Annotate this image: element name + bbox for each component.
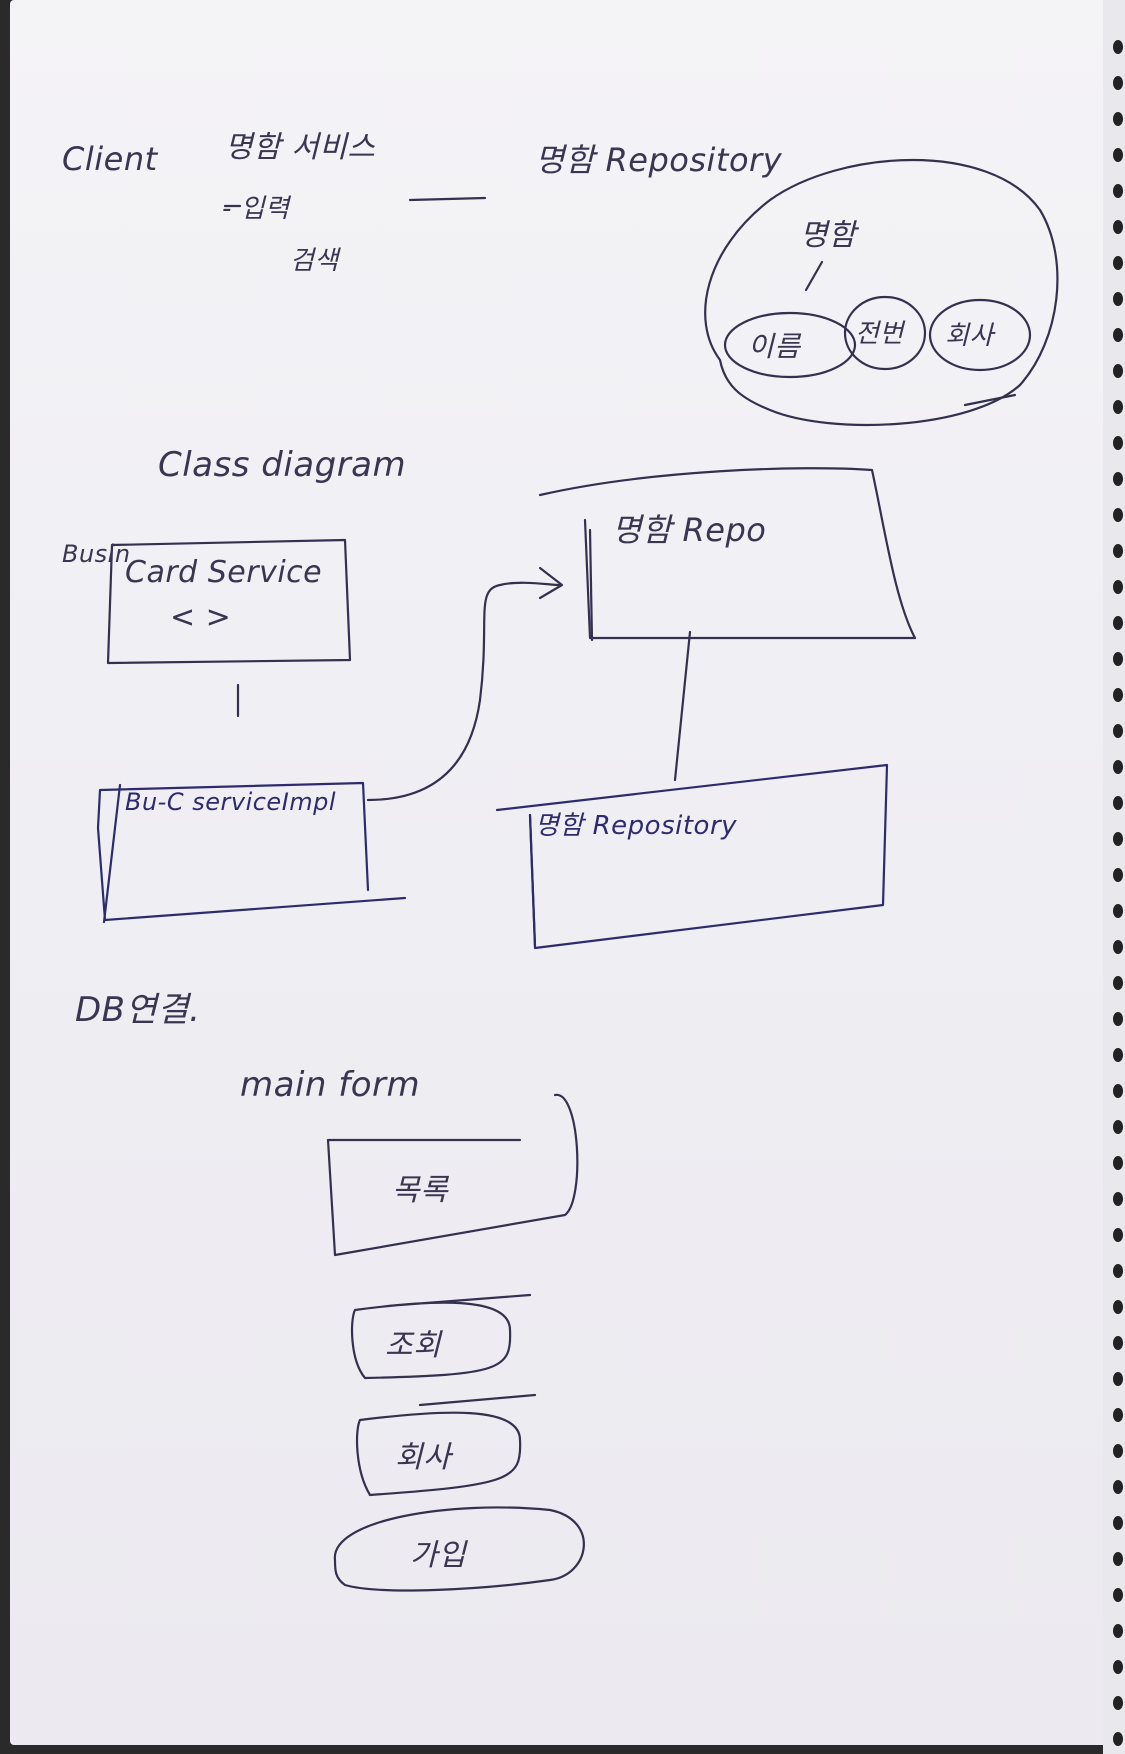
- spiral-hole: [1113, 580, 1123, 594]
- field-bubble-phone: [843, 295, 927, 371]
- spiral-hole: [1113, 292, 1123, 306]
- service-repo-link: [408, 196, 487, 202]
- repo-impl-link: [673, 630, 692, 782]
- spiral-hole: [1113, 256, 1123, 270]
- spiral-hole: [1113, 1228, 1123, 1242]
- spiral-hole: [1113, 1156, 1123, 1170]
- impl-box-left: [102, 783, 122, 924]
- repo-interface-label: 명함 Repo: [612, 511, 767, 549]
- spiral-hole: [1113, 1552, 1123, 1566]
- field-bubble-company: [928, 298, 1032, 372]
- spiral-hole: [1113, 544, 1123, 558]
- spiral-hole: [1113, 760, 1123, 774]
- service-item-search: 검색: [290, 246, 339, 276]
- company-box: [355, 1393, 537, 1497]
- company-button[interactable]: 회사: [395, 1440, 452, 1475]
- join-button[interactable]: 가입: [410, 1538, 467, 1573]
- spiral-hole: [1113, 976, 1123, 990]
- spiral-hole: [1113, 1624, 1123, 1638]
- search-button[interactable]: 조회: [385, 1328, 442, 1363]
- repo-impl-box: [495, 763, 889, 950]
- impl-label: Bu-C serviceImpl: [125, 788, 337, 816]
- spiral-hole: [1113, 940, 1123, 954]
- main-form-label: main form: [240, 1065, 421, 1105]
- spiral-hole: [1113, 1516, 1123, 1530]
- spiral-hole: [1113, 688, 1123, 702]
- spiral-hole: [1113, 1372, 1123, 1386]
- db-title: DB연결.: [75, 990, 201, 1030]
- spiral-hole: [1113, 1480, 1123, 1494]
- impl-to-repo-arrow: [366, 581, 562, 802]
- service-item-input: - 입력: [222, 194, 290, 224]
- spiral-hole: [1113, 112, 1123, 126]
- spiral-hole: [1113, 1012, 1123, 1026]
- spiral-hole: [1113, 1300, 1123, 1314]
- spiral-hole: [1113, 832, 1123, 846]
- spiral-hole: [1113, 472, 1123, 486]
- interface-tag: Busin: [62, 540, 131, 568]
- repo-cloud-stem: [804, 260, 824, 292]
- spiral-hole: [1113, 364, 1123, 378]
- spiral-hole: [1113, 1084, 1123, 1098]
- repo-impl-left: [528, 813, 537, 947]
- repo-impl-label: 명함 Repository: [535, 811, 738, 841]
- spiral-hole: [1113, 148, 1123, 162]
- spiral-hole: [1113, 76, 1123, 90]
- cloud-field-company: 회사: [945, 321, 994, 351]
- notebook-page: [10, 0, 1110, 1745]
- field-bubble-name: [723, 311, 857, 379]
- cloud-field-phone: 전번: [855, 319, 904, 349]
- repository-label: 명함 Repository: [535, 141, 783, 179]
- card-service-label: Card Service: [125, 555, 323, 590]
- spiral-hole: [1113, 1192, 1123, 1206]
- spiral-hole: [1113, 1264, 1123, 1278]
- spiral-hole: [1113, 1120, 1123, 1134]
- repo-interface-box: [538, 467, 917, 640]
- spiral-hole: [1113, 724, 1123, 738]
- spiral-hole: [1113, 1732, 1123, 1746]
- spiral-binding: [1103, 0, 1125, 1754]
- repo-cloud-outline: [704, 158, 1059, 427]
- spiral-hole: [1113, 1588, 1123, 1602]
- spiral-hole: [1113, 616, 1123, 630]
- spiral-hole: [1113, 1408, 1123, 1422]
- spiral-hole: [1113, 184, 1123, 198]
- spiral-hole: [1113, 1660, 1123, 1674]
- spiral-hole: [1113, 1696, 1123, 1710]
- list-button[interactable]: 목록: [392, 1173, 449, 1208]
- spiral-hole: [1113, 40, 1123, 54]
- spiral-hole: [1113, 652, 1123, 666]
- cloud-field-name: 이름: [748, 330, 801, 363]
- spiral-hole: [1113, 868, 1123, 882]
- join-box: [333, 1506, 585, 1592]
- spiral-hole: [1113, 220, 1123, 234]
- spiral-hole: [1113, 400, 1123, 414]
- arrow-head: [538, 566, 564, 600]
- card-service-box: [106, 538, 352, 665]
- cloud-title: 명함: [800, 218, 857, 253]
- class-diagram-title: Class diagram: [158, 445, 407, 485]
- spiral-hole: [1113, 1444, 1123, 1458]
- client-label: Client: [62, 140, 158, 178]
- card-service-stereotype: < >: [170, 600, 232, 635]
- spiral-hole: [1113, 796, 1123, 810]
- spiral-hole: [1113, 508, 1123, 522]
- search-box: [350, 1293, 532, 1380]
- spiral-hole: [1113, 1048, 1123, 1062]
- list-box: [326, 1093, 579, 1257]
- spiral-hole: [1113, 1336, 1123, 1350]
- repo-interface-left: [588, 528, 594, 642]
- spiral-hole: [1113, 328, 1123, 342]
- spiral-hole: [1113, 904, 1123, 918]
- service-label: 명함 서비스: [225, 130, 376, 165]
- spiral-hole: [1113, 436, 1123, 450]
- cloud-tail: [963, 393, 1017, 407]
